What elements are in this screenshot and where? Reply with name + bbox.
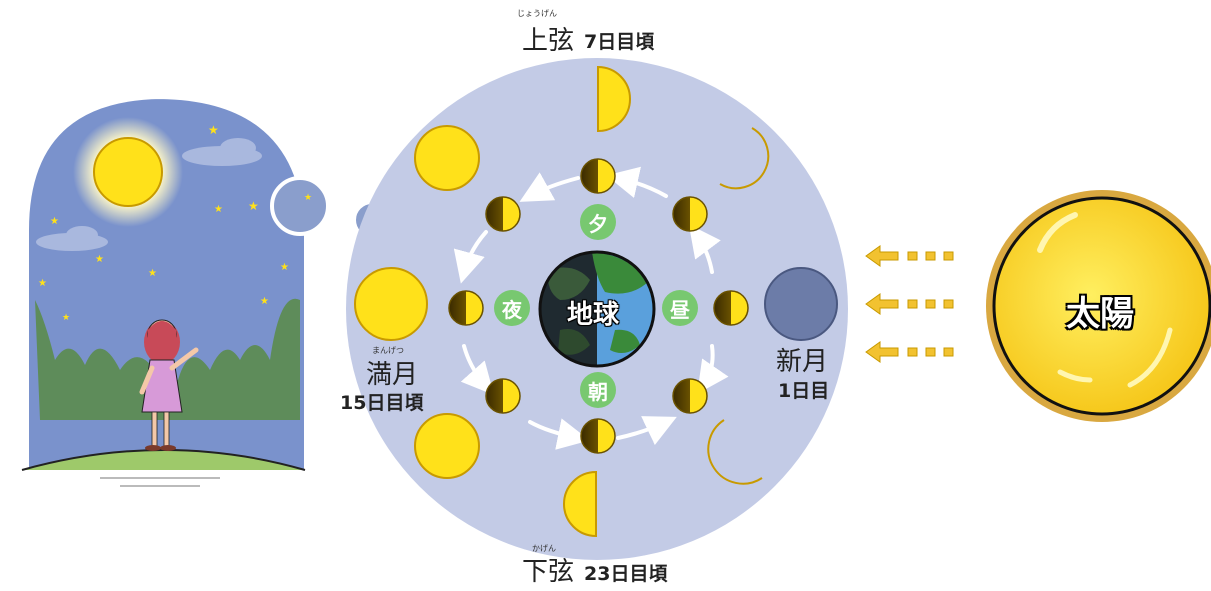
full-moon-day: 15日目頃 bbox=[340, 392, 424, 414]
outer-moons bbox=[354, 65, 838, 538]
last-quarter-moon bbox=[563, 470, 597, 538]
full-moon bbox=[354, 267, 428, 341]
sky-moon bbox=[93, 137, 163, 207]
svg-text:★: ★ bbox=[304, 193, 312, 203]
orbit-moon bbox=[672, 196, 708, 232]
orbit-moon bbox=[485, 196, 521, 232]
svg-text:★: ★ bbox=[208, 123, 219, 137]
morning-badge: 朝 bbox=[580, 372, 616, 408]
svg-text:★: ★ bbox=[50, 216, 59, 227]
waning-crescent-moon bbox=[707, 419, 763, 485]
svg-text:★: ★ bbox=[38, 278, 47, 289]
last-quarter-ruby: かげん bbox=[532, 544, 556, 553]
first-quarter-moon bbox=[597, 65, 631, 133]
girl-figure bbox=[139, 319, 199, 451]
svg-text:★: ★ bbox=[62, 313, 70, 323]
svg-text:★: ★ bbox=[248, 199, 259, 213]
svg-text:★: ★ bbox=[280, 262, 289, 273]
orbit-moons bbox=[448, 158, 749, 454]
evening-badge: 夕 bbox=[580, 204, 616, 240]
sun-arrows bbox=[865, 245, 954, 363]
orbit-moon bbox=[485, 378, 521, 414]
noon-badge: 昼 bbox=[662, 290, 698, 326]
svg-text:★: ★ bbox=[148, 268, 157, 279]
svg-text:★: ★ bbox=[260, 296, 269, 307]
last-quarter-label: 下弦 bbox=[522, 557, 575, 587]
earth-label: 地球 bbox=[567, 300, 620, 330]
orbit-moon bbox=[580, 418, 616, 454]
svg-text:★: ★ bbox=[95, 254, 104, 265]
waxing-crescent-moon bbox=[719, 127, 770, 190]
first-quarter-ruby: じょうげん bbox=[517, 9, 557, 18]
orbit-moon bbox=[448, 290, 484, 326]
new-moon-label: 新月 bbox=[776, 347, 829, 377]
orbit-moon bbox=[713, 290, 749, 326]
gibbous-moon bbox=[414, 125, 480, 191]
svg-text:★: ★ bbox=[214, 204, 223, 215]
new-moon-day: 1日目 bbox=[778, 380, 830, 402]
night-badge: 夜 bbox=[494, 290, 530, 326]
first-quarter-day: 7日目頃 bbox=[584, 31, 655, 53]
new-moon bbox=[764, 267, 838, 341]
orbit-arrows bbox=[453, 166, 729, 450]
night-sky-scene: ★ ★ ★ ★ ★ ★ ★ ★ ★ ★ bbox=[21, 96, 306, 487]
full-moon-label: 満月 bbox=[366, 360, 419, 390]
orbit-moon bbox=[672, 378, 708, 414]
full-moon-ruby: まんげつ bbox=[372, 346, 404, 355]
sun bbox=[986, 190, 1211, 422]
orbit-moon bbox=[580, 158, 616, 194]
gibbous-moon-lower bbox=[414, 413, 480, 479]
last-quarter-day: 23日目頃 bbox=[584, 563, 668, 585]
sun-label: 太陽 bbox=[1066, 294, 1134, 334]
first-quarter-label: 上弦 bbox=[522, 26, 575, 56]
